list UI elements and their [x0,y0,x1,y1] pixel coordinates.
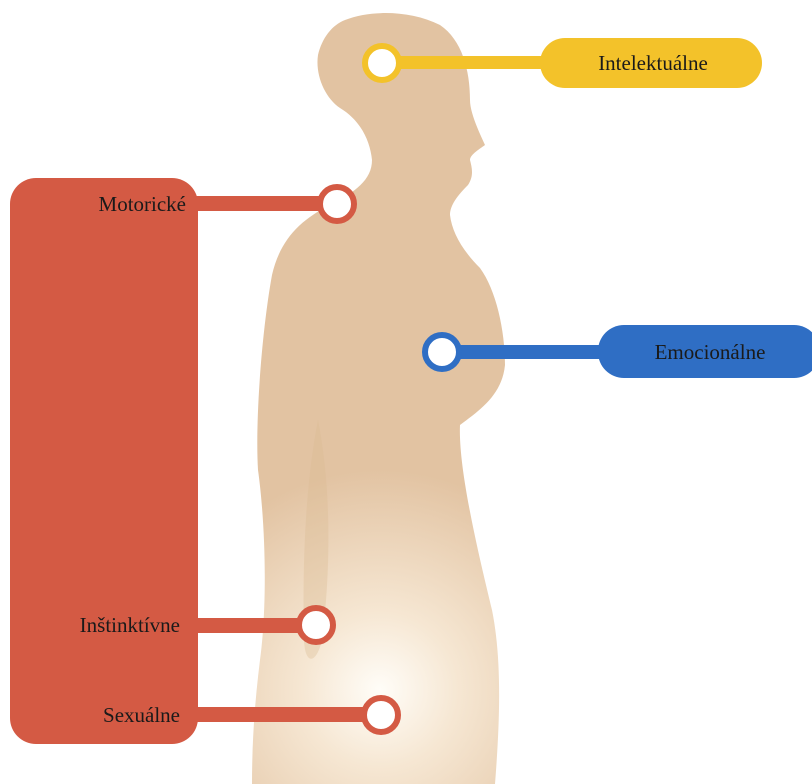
human-silhouette [252,13,505,784]
red-panel [10,178,198,744]
motor-marker [320,187,354,221]
emotional-label: Emocionálne [655,340,766,364]
emotional-marker [425,335,459,369]
sexual-connector [196,707,380,722]
sexual-marker [364,698,398,732]
instinctive-marker [299,608,333,642]
motor-connector [196,196,336,211]
intellectual-marker [365,46,399,80]
emotional-connector [442,345,612,359]
sexual-label: Sexuálne [103,703,180,727]
motor-label: Motorické [99,192,186,216]
intellectual-label: Intelektuálne [598,51,708,75]
intellectual-connector [382,56,552,69]
instinctive-label: Inštinktívne [80,613,180,637]
